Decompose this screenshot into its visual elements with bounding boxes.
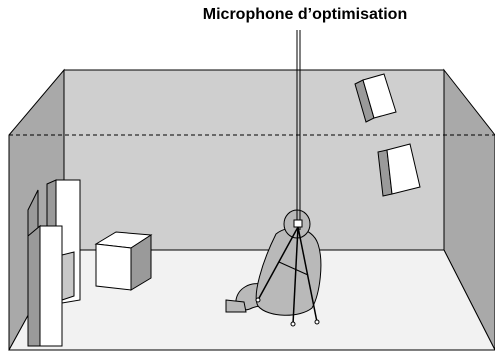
microphone-stand: [255, 30, 320, 327]
speaker-icon: [362, 73, 397, 119]
tripod-foot: [314, 319, 320, 325]
left-speaker-stack: [27, 179, 81, 347]
tripod-icon: [292, 226, 299, 325]
microphone-caption: Microphone d’optimisation: [202, 6, 408, 23]
shelf-side: [61, 251, 75, 301]
speaker-icon: [386, 143, 421, 195]
listener-legs: [225, 299, 247, 313]
tripod-foot: [255, 297, 261, 303]
speaker-icon: [27, 224, 41, 347]
speaker-icon: [39, 225, 63, 347]
right-wall: [443, 68, 495, 351]
subwoofer-front: [95, 243, 132, 291]
tripod-brace: [278, 261, 309, 276]
upper-right-speaker: [354, 73, 397, 123]
listener-body: [255, 227, 322, 316]
lower-right-speaker: [377, 143, 421, 197]
subwoofer-side: [130, 234, 152, 291]
tripod-icon: [257, 226, 299, 301]
tripod-foot: [290, 321, 296, 327]
subwoofer-icon: [94, 231, 153, 291]
microphone-icon: [293, 219, 303, 228]
